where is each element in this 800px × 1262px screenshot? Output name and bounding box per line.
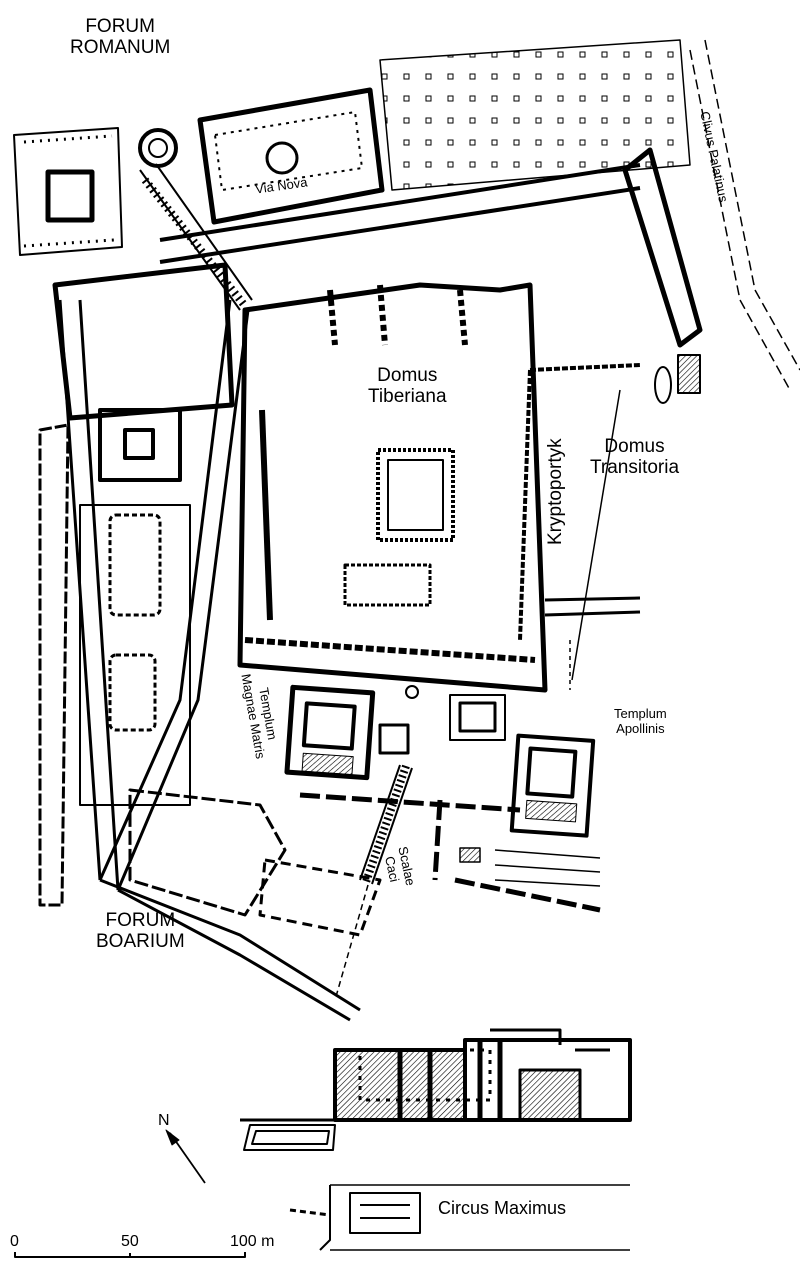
clivus-palatinus-road — [689, 49, 791, 391]
vicus-road — [98, 299, 250, 891]
label-line: Tiberiana — [368, 386, 447, 407]
label-forum-boarium: FORUM BOARIUM — [96, 910, 185, 952]
scale-bar — [14, 1252, 246, 1258]
label-line: Transitoria — [590, 457, 680, 478]
label-line: ROMANUM — [70, 37, 171, 58]
label-line: Domus — [604, 436, 665, 457]
scale-tick-100: 100 m — [230, 1233, 275, 1250]
label-line: Domus — [377, 365, 438, 386]
label-line: Templum — [614, 706, 667, 721]
round-temple — [138, 128, 178, 168]
templum-magnae-matris — [284, 684, 376, 781]
label-templum-apollinis: Templum Apollinis — [614, 706, 667, 736]
kryptoportyk — [518, 363, 641, 641]
label-forum-romanum: FORUM ROMANUM — [70, 16, 170, 58]
label-domus-tiberiana: Domus Tiberiana — [368, 365, 447, 407]
label-line: FORUM — [105, 910, 176, 931]
atrium-vestae — [197, 87, 385, 225]
label-line: FORUM — [85, 16, 155, 37]
north-arrow — [165, 1129, 206, 1184]
templum-apollinis — [494, 733, 601, 887]
temple-forum — [13, 127, 123, 256]
north-label: N — [158, 1112, 170, 1129]
label-circus-maximus: Circus Maximus — [438, 1198, 567, 1218]
label-kryptoportyk: Kryptoportyk — [545, 438, 566, 545]
circus-maximus — [289, 1184, 630, 1251]
label-line: Apollinis — [616, 721, 665, 736]
scale-tick-0: 0 — [10, 1233, 19, 1250]
domus-tiberiana — [237, 282, 548, 693]
label-domus-transitoria: Domus Transitoria — [590, 436, 679, 478]
domus-augustana-substructures — [333, 1028, 632, 1122]
scalae-caci — [359, 764, 413, 885]
west-terrace-wall — [38, 423, 70, 907]
west-buildings — [52, 262, 235, 421]
scale-tick-50: 50 — [121, 1233, 139, 1250]
label-line: BOARIUM — [96, 931, 185, 952]
